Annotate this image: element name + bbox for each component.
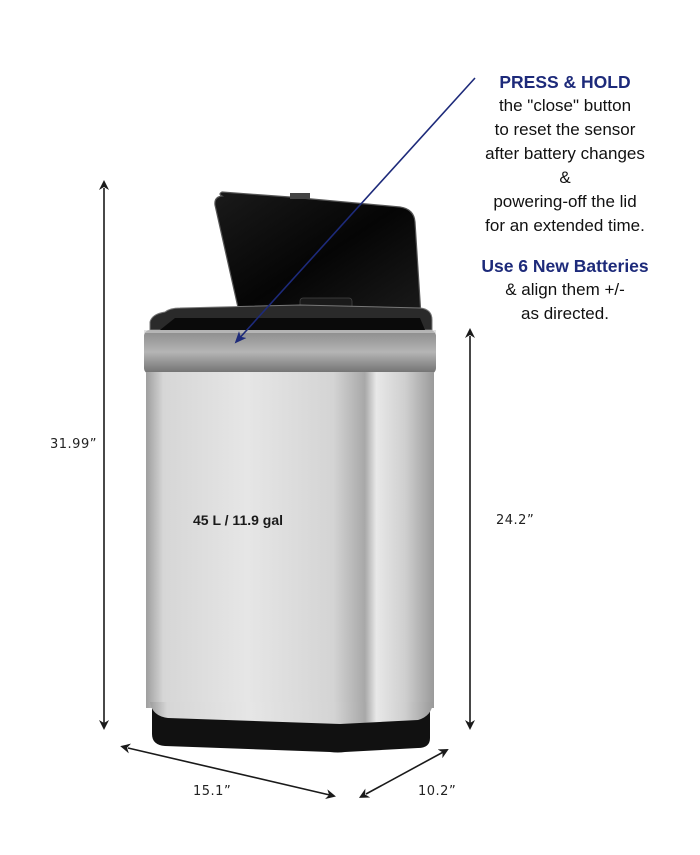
battery-line: & align them +/- — [505, 280, 625, 299]
body-height-label: 24.2” — [496, 513, 535, 528]
callout-pointer-line — [234, 77, 476, 344]
callout-line: for an extended time. — [485, 216, 645, 235]
width-label: 15.1” — [193, 784, 232, 799]
depth-arrow — [358, 749, 449, 798]
reset-instructions-callout: PRESS & HOLD the "close" button to reset… — [460, 70, 670, 326]
callout-line: & — [559, 168, 571, 187]
depth-label: 10.2” — [418, 784, 457, 799]
callout-line: powering-off the lid — [493, 192, 637, 211]
callout-heading: PRESS & HOLD — [499, 72, 631, 92]
callout-line: to reset the sensor — [494, 120, 636, 139]
battery-line: as directed. — [521, 304, 609, 323]
callout-line: after battery changes — [485, 144, 645, 163]
battery-heading: Use 6 New Batteries — [481, 256, 649, 276]
capacity-label: 45 L / 11.9 gal — [193, 512, 284, 528]
bin-rim — [144, 304, 436, 374]
bin-body — [146, 372, 434, 708]
total-height-label: 31.99” — [50, 437, 97, 452]
width-arrow — [120, 743, 336, 800]
callout-line: the "close" button — [498, 96, 632, 115]
